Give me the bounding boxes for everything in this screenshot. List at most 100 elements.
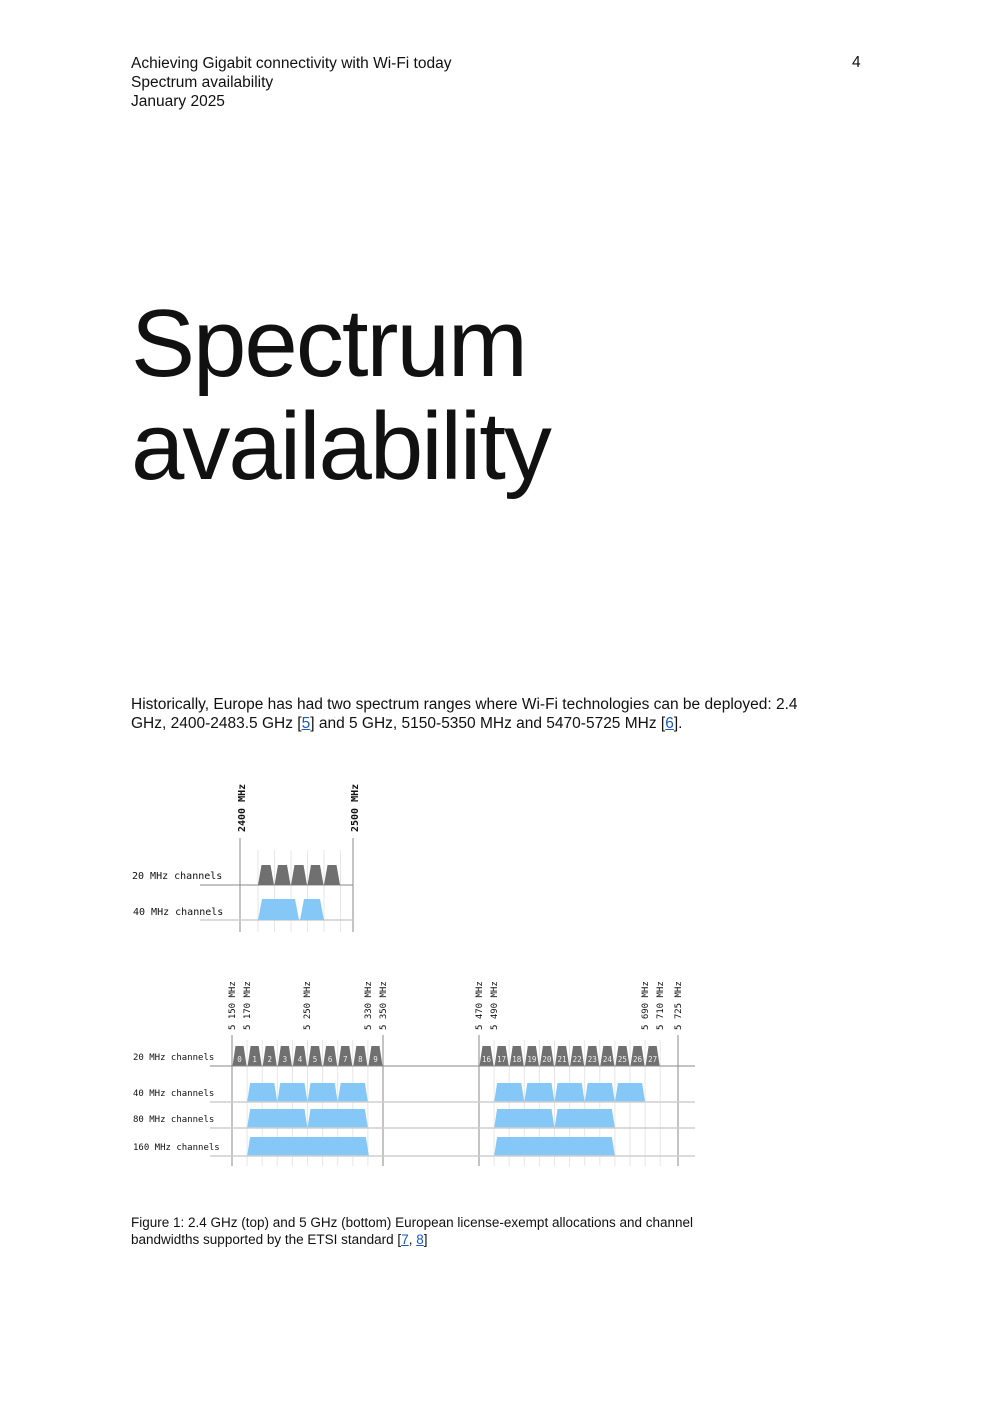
channel-20mhz <box>291 865 307 885</box>
channel-number: 7 <box>343 1055 348 1064</box>
channel-20mhz <box>277 1046 292 1066</box>
channel-20mhz <box>368 1046 383 1066</box>
channel-20mhz <box>274 865 291 885</box>
ref-link-8[interactable]: 8 <box>416 1232 424 1247</box>
channel-40mhz <box>247 1083 278 1102</box>
channel-number: 1 <box>252 1055 257 1064</box>
row-label: 40 MHz channels <box>133 1089 214 1099</box>
channel-40mhz <box>614 1083 646 1102</box>
row-label: 40 MHz channels <box>133 907 223 918</box>
channel-number: 23 <box>588 1055 597 1064</box>
ref-link-6[interactable]: 6 <box>665 715 674 732</box>
channel-40mhz <box>258 899 299 920</box>
channel-40mhz <box>584 1083 615 1102</box>
channel-number: 5 <box>313 1055 318 1064</box>
channel-20mhz <box>645 1046 660 1066</box>
channel-80mhz <box>554 1109 615 1128</box>
channel-40mhz <box>494 1083 525 1102</box>
channel-40mhz <box>337 1083 368 1102</box>
row-label: 20 MHz channels <box>132 871 222 882</box>
channel-20mhz <box>324 865 340 885</box>
channel-20mhz <box>600 1046 615 1066</box>
channel-40mhz <box>300 899 324 920</box>
frequency-label: 5 150 MHz <box>228 981 238 1030</box>
channel-number: 17 <box>497 1055 506 1064</box>
channel-40mhz <box>307 1083 338 1102</box>
intro-text: Historically, Europe has had two spectru… <box>131 696 798 732</box>
channel-20mhz <box>615 1046 630 1066</box>
frequency-label: 5 690 MHz <box>641 981 651 1030</box>
channel-number: 21 <box>558 1055 567 1064</box>
channel-20mhz <box>338 1046 353 1066</box>
channel-number: 4 <box>298 1055 303 1064</box>
ref-link-7[interactable]: 7 <box>401 1232 409 1247</box>
frequency-label: 5 710 MHz <box>656 981 666 1030</box>
page-number: 4 <box>852 54 861 71</box>
channel-20mhz <box>524 1046 539 1066</box>
channel-20mhz <box>585 1046 600 1066</box>
channel-number: 9 <box>373 1055 378 1064</box>
intro-paragraph: Historically, Europe has had two spectru… <box>131 696 798 732</box>
caption-text: Figure 1: 2.4 GHz (top) and 5 GHz (botto… <box>131 1215 694 1247</box>
channel-20mhz <box>630 1046 645 1066</box>
frequency-label: 2500 MHz <box>350 784 361 832</box>
intro-text: . <box>678 715 683 732</box>
channel-20mhz <box>247 1046 262 1066</box>
channel-80mhz <box>247 1109 308 1128</box>
channel-20mhz <box>494 1046 509 1066</box>
channel-40mhz <box>524 1083 555 1102</box>
channel-number: 3 <box>283 1055 288 1064</box>
channel-40mhz <box>554 1083 585 1102</box>
header-date: January 2025 <box>131 93 225 110</box>
channel-number: 22 <box>573 1055 582 1064</box>
channel-number: 16 <box>482 1055 492 1064</box>
channel-20mhz <box>539 1046 554 1066</box>
channel-20mhz <box>323 1046 338 1066</box>
frequency-label: 5 330 MHz <box>364 981 374 1030</box>
channel-40mhz <box>277 1083 308 1102</box>
channel-20mhz <box>262 1046 277 1066</box>
channel-160mhz <box>247 1137 369 1156</box>
channel-20mhz <box>555 1046 570 1066</box>
frequency-label: 5 250 MHz <box>303 981 313 1030</box>
channel-number: 18 <box>512 1055 522 1064</box>
channel-80mhz <box>494 1109 555 1128</box>
channel-20mhz <box>308 1046 323 1066</box>
channel-80mhz <box>307 1109 368 1128</box>
channel-20mhz <box>232 1046 247 1066</box>
title-line-2: availability <box>131 393 552 500</box>
channel-number: 27 <box>648 1055 657 1064</box>
channel-20mhz <box>307 865 324 885</box>
frequency-label: 5 725 MHz <box>674 981 684 1030</box>
ref-link-5[interactable]: 5 <box>301 715 311 732</box>
channel-20mhz <box>292 1046 307 1066</box>
frequency-label: 5 350 MHz <box>379 981 389 1030</box>
frequency-label: 5 170 MHz <box>243 981 253 1030</box>
row-label: 80 MHz channels <box>133 1115 214 1125</box>
frequency-label: 5 490 MHz <box>490 981 500 1030</box>
channel-20mhz <box>479 1046 494 1066</box>
channel-20mhz <box>353 1046 368 1066</box>
row-label: 160 MHz channels <box>133 1143 220 1153</box>
channel-20mhz <box>258 865 274 885</box>
channel-number: 25 <box>618 1055 627 1064</box>
figure-caption: Figure 1: 2.4 GHz (top) and 5 GHz (botto… <box>131 1215 694 1247</box>
channel-number: 2 <box>267 1055 272 1064</box>
channel-20mhz <box>509 1046 524 1066</box>
header-doc-title: Achieving Gigabit connectivity with Wi-F… <box>131 55 452 72</box>
channel-number: 24 <box>603 1055 613 1064</box>
channel-160mhz <box>494 1137 615 1156</box>
channel-number: 26 <box>633 1055 643 1064</box>
header-section: Spectrum availability <box>131 74 274 91</box>
row-label: 20 MHz channels <box>133 1053 214 1063</box>
intro-text: and 5 GHz, 5150-5350 MHz and 5470-5725 M… <box>314 715 661 732</box>
channel-number: 6 <box>328 1055 333 1064</box>
title-line-1: Spectrum <box>131 290 528 397</box>
channel-number: 8 <box>358 1055 363 1064</box>
channel-number: 0 <box>237 1055 242 1064</box>
channel-20mhz <box>570 1046 585 1066</box>
frequency-label: 2400 MHz <box>237 784 248 832</box>
